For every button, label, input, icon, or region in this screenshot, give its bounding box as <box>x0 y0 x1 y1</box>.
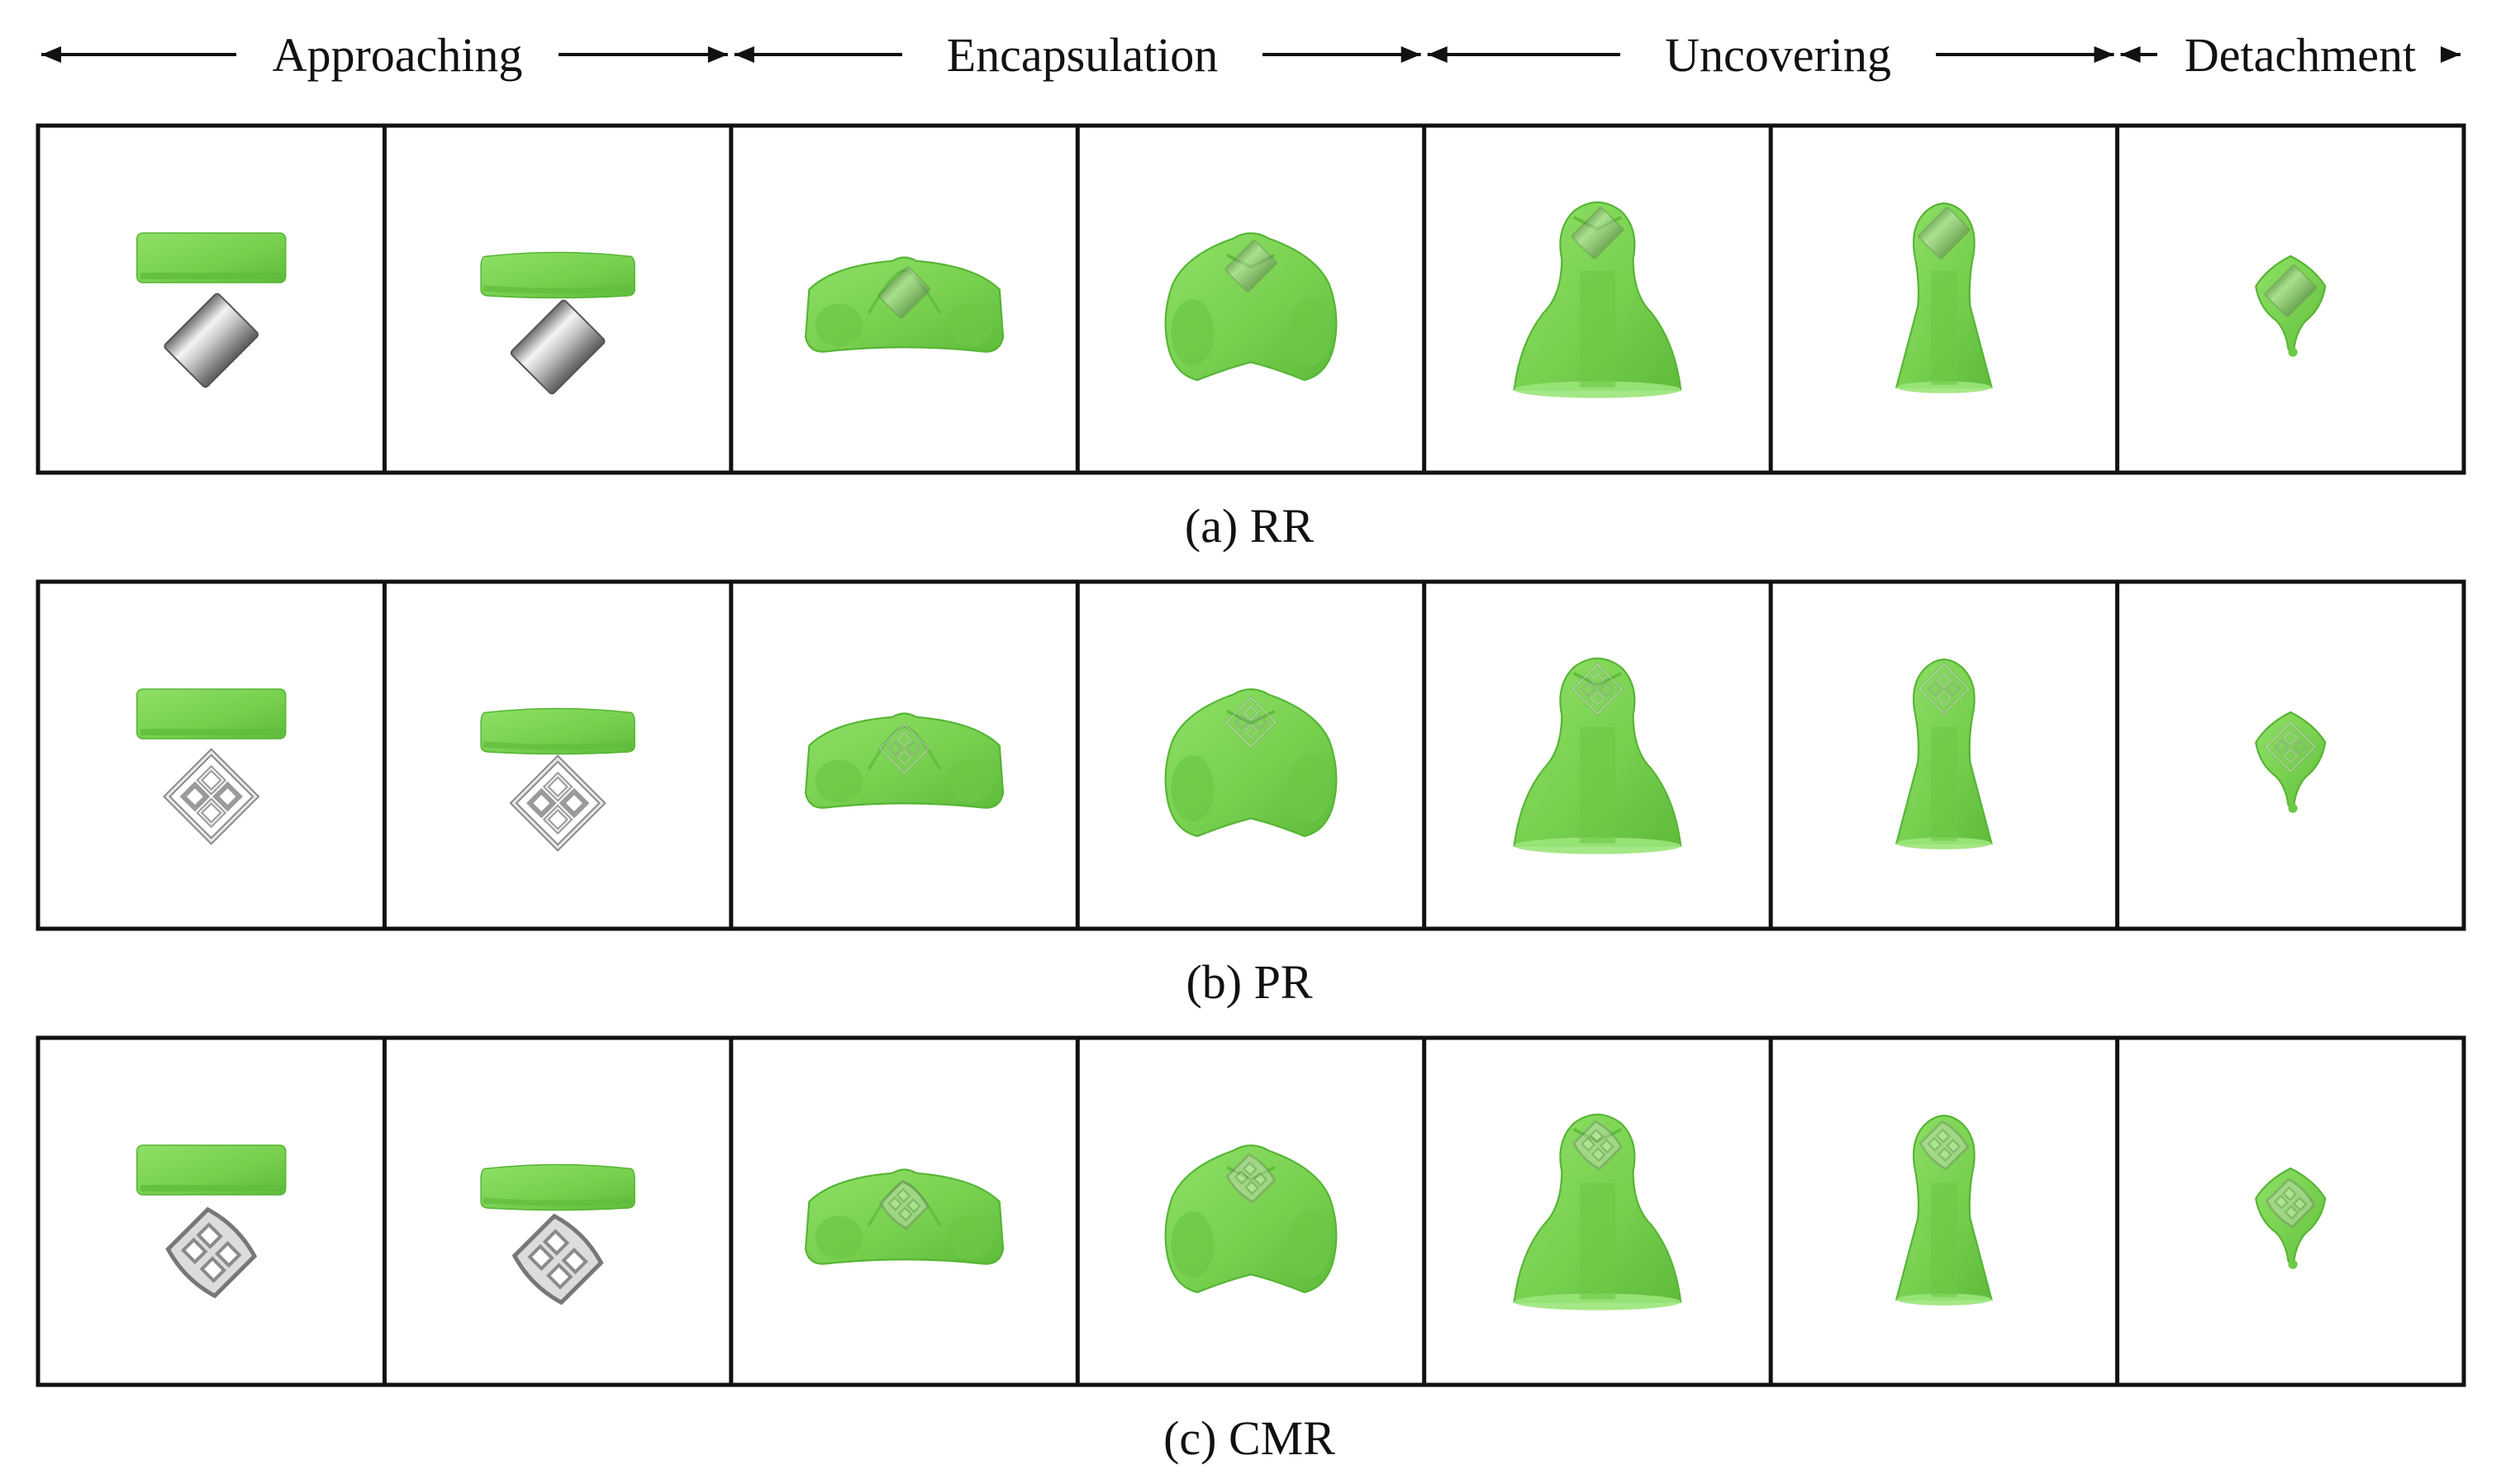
frame-row-0 <box>36 123 2466 475</box>
stage-label-approaching: Approaching <box>273 28 523 82</box>
stage-label-encapsulation: Encapsulation <box>947 28 1219 82</box>
droplet <box>481 1165 635 1211</box>
stage-arrow-1 <box>734 46 1421 63</box>
row-caption-cmr: (c) CMR <box>1163 1411 1335 1465</box>
row-caption-pr: (b) PR <box>1186 955 1312 1009</box>
droplet <box>481 709 635 754</box>
stage-arrow-0 <box>41 46 728 63</box>
frame-rows <box>36 123 2466 1387</box>
droplet <box>136 688 287 740</box>
droplet <box>481 253 635 298</box>
droplet <box>136 1144 287 1196</box>
stage-header <box>41 46 2461 63</box>
frame-row-2 <box>36 1035 2466 1387</box>
frame-row-1 <box>36 579 2466 931</box>
droplet <box>136 232 287 283</box>
stage-label-detachment: Detachment <box>2185 28 2416 82</box>
stage-label-uncovering: Uncovering <box>1665 28 1891 82</box>
row-caption-rr: (a) RR <box>1185 499 1315 553</box>
stage-arrow-3 <box>2120 46 2461 63</box>
stage-arrow-2 <box>1427 46 2114 63</box>
row-border <box>36 579 2466 931</box>
